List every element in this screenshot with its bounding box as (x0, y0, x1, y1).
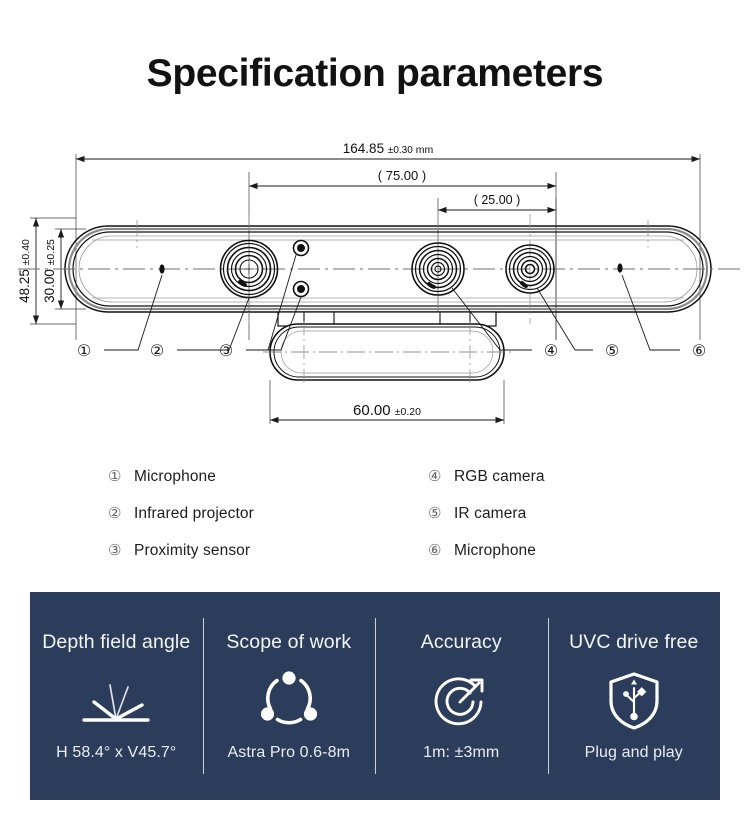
page-title: Specification parameters (146, 52, 604, 95)
legend-number-3: ③ (108, 542, 122, 559)
drawing-svg: 164.85 ±0.30 mm ( 75.00 ) ( 25.00 ) 48.2… (17, 141, 742, 424)
legend-number-5: ⑤ (428, 505, 442, 522)
usb-shield-icon (605, 668, 663, 734)
dimension-text-inner-height: 30.00 ±0.25 (42, 239, 57, 303)
dimension-text-ref-25: ( 25.00 ) (474, 193, 521, 207)
legend-label-3: Proximity sensor (134, 541, 251, 559)
feature-title-scope-of-work: Scope of work (226, 631, 352, 653)
feature-value-depth-field-angle: H 58.4° x V45.7° (56, 744, 177, 761)
device-base (263, 311, 511, 383)
legend-column-left: ① Microphone ② Infrared projector ③ Prox… (108, 458, 378, 569)
feature-panel: Depth field angle H 58.4° x V45.7° Scope… (30, 592, 720, 800)
dimension-text-overall-height: 48.25 ±0.40 (17, 239, 32, 303)
technical-drawing: 164.85 ±0.30 mm ( 75.00 ) ( 25.00 ) 48.2… (0, 128, 750, 448)
legend-number-2: ② (108, 505, 122, 522)
legend-label-6: Microphone (454, 541, 536, 559)
callout-number-3: ③ (219, 341, 233, 360)
legend-item-infrared-projector: ② Infrared projector (108, 495, 378, 532)
range-nodes-icon (257, 668, 321, 734)
ir-camera (505, 244, 555, 294)
feature-title-accuracy: Accuracy (420, 631, 502, 653)
legend-label-2: Infrared projector (134, 504, 254, 522)
legend-item-proximity-sensor: ③ Proximity sensor (108, 532, 378, 569)
feature-uvc-drive-free: UVC drive free Plug and play (547, 592, 721, 800)
callout-number-4: ④ (544, 341, 558, 360)
legend-column-right: ④ RGB camera ⑤ IR camera ⑥ Microphone (428, 458, 698, 569)
callout-number-5: ⑤ (605, 341, 619, 360)
legend-label-4: RGB camera (454, 467, 545, 485)
field-of-view-icon (70, 668, 162, 734)
target-arrow-icon (429, 668, 493, 734)
feature-value-uvc-drive-free: Plug and play (584, 744, 683, 761)
legend-item-microphone-1: ① Microphone (108, 458, 378, 495)
legend: ① Microphone ② Infrared projector ③ Prox… (108, 458, 648, 568)
legend-number-1: ① (108, 468, 122, 485)
dimension-text-overall-length: 164.85 ±0.30 mm (343, 141, 434, 156)
dimension-text-ref-75: ( 75.00 ) (378, 168, 426, 183)
callout-number-1: ① (77, 341, 91, 360)
callout-number-2: ② (150, 341, 164, 360)
legend-label-1: Microphone (134, 467, 216, 485)
feature-accuracy: Accuracy 1m: ±3mm (375, 592, 548, 800)
feature-scope-of-work: Scope of work Astra Pro 0.6-8m (202, 592, 376, 800)
legend-item-ir-camera: ⑤ IR camera (428, 495, 698, 532)
feature-depth-field-angle: Depth field angle H 58.4° x V45.7° (30, 592, 203, 800)
callout-number-6: ⑥ (692, 341, 706, 360)
infrared-projector (219, 239, 279, 299)
feature-value-scope-of-work: Astra Pro 0.6-8m (227, 744, 351, 761)
legend-item-rgb-camera: ④ RGB camera (428, 458, 698, 495)
feature-title-uvc-drive-free: UVC drive free (569, 631, 699, 653)
feature-title-depth-field-angle: Depth field angle (42, 631, 191, 653)
feature-value-accuracy: 1m: ±3mm (423, 744, 500, 761)
proximity-sensor (292, 239, 310, 298)
dimension-text-base-width: 60.00 ±0.20 (353, 402, 421, 419)
microphone-left (159, 264, 165, 274)
legend-item-microphone-2: ⑥ Microphone (428, 532, 698, 569)
microphone-right (617, 263, 623, 273)
legend-number-6: ⑥ (428, 542, 442, 559)
legend-number-4: ④ (428, 468, 442, 485)
legend-label-5: IR camera (454, 504, 527, 522)
callout-leaders (104, 254, 680, 351)
rgb-camera (411, 242, 465, 296)
